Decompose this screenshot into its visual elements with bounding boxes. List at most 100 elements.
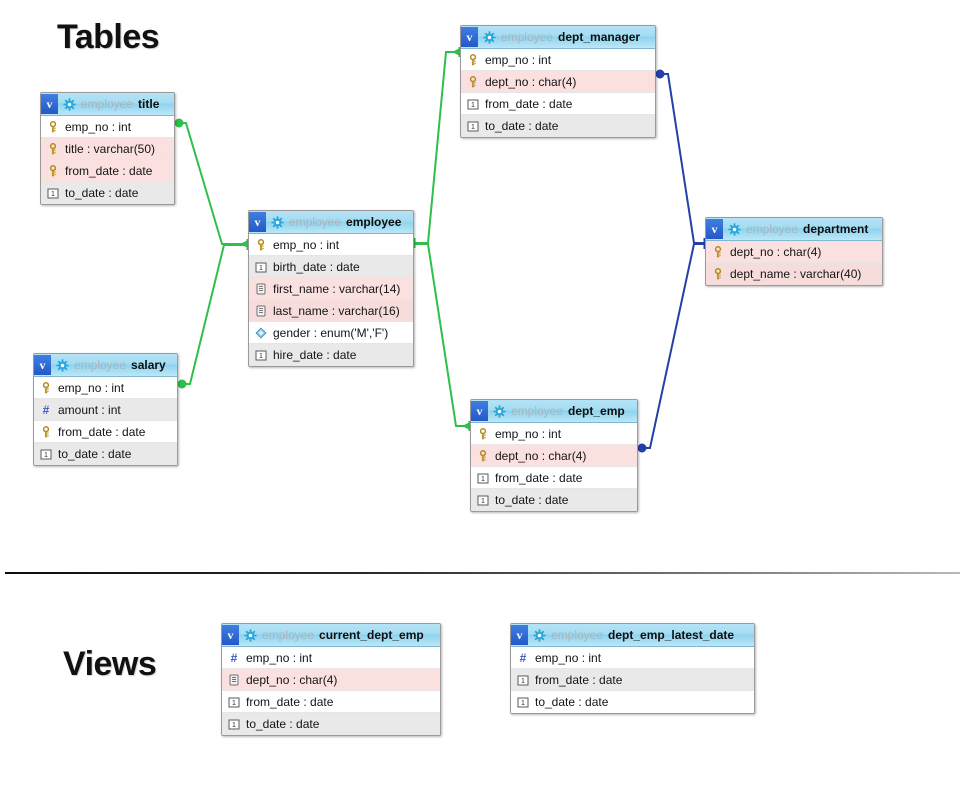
svg-text:1: 1 xyxy=(259,265,263,272)
column-row[interactable]: from_date : date xyxy=(41,160,174,182)
column-label: hire_date : date xyxy=(273,348,357,362)
link-salary-employee xyxy=(177,240,250,389)
entity-header-title[interactable]: v employee title xyxy=(41,93,174,116)
entity-header-salary[interactable]: v employee salary xyxy=(34,354,177,377)
entity-schema-label: employee xyxy=(551,628,604,642)
hash-icon: # xyxy=(42,402,50,417)
column-row[interactable]: 1 to_date : date xyxy=(34,443,177,465)
column-row[interactable]: from_date : date xyxy=(34,421,177,443)
column-row[interactable]: dept_no : char(4) xyxy=(461,71,655,93)
column-row[interactable]: dept_no : char(4) xyxy=(222,669,440,691)
column-row[interactable]: emp_no : int xyxy=(41,116,174,138)
column-row[interactable]: #emp_no : int xyxy=(222,647,440,669)
entity-schema-label: employee xyxy=(81,97,134,111)
svg-text:1: 1 xyxy=(521,678,525,685)
entity-salary[interactable]: v employee salary emp_no : int#amount : int… xyxy=(33,353,178,466)
column-label: gender : enum('M','F') xyxy=(273,325,389,340)
gear-icon xyxy=(728,222,741,236)
column-label: dept_no : char(4) xyxy=(730,244,822,259)
column-row[interactable]: dept_no : char(4) xyxy=(471,445,637,467)
date-icon: 1 xyxy=(40,449,52,460)
date-icon: 1 xyxy=(47,188,59,199)
column-label: from_date : date xyxy=(495,470,583,485)
key-icon xyxy=(479,427,487,439)
column-row[interactable]: emp_no : int xyxy=(34,377,177,399)
entity-schema-label: employee xyxy=(74,358,127,372)
entity-title[interactable]: v employee title emp_no : int title : varcha… xyxy=(40,92,175,205)
entity-name-label: current_dept_emp xyxy=(319,628,424,642)
column-label: dept_no : char(4) xyxy=(495,448,587,463)
link-title-employee xyxy=(174,118,250,249)
column-row[interactable]: #emp_no : int xyxy=(511,647,754,669)
column-label: to_date : date xyxy=(58,447,132,461)
column-label: dept_name : varchar(40) xyxy=(730,267,862,281)
view-badge-icon: v xyxy=(34,355,51,375)
column-label: first_name : varchar(14) xyxy=(273,281,401,296)
column-row[interactable]: 1 to_date : date xyxy=(222,713,440,735)
date-icon: 1 xyxy=(467,121,479,132)
column-row[interactable]: emp_no : int xyxy=(249,234,413,256)
key-icon xyxy=(257,238,265,250)
gear-icon xyxy=(483,30,496,44)
column-row[interactable]: last_name : varchar(16) xyxy=(249,300,413,322)
view-badge-icon: v xyxy=(461,27,478,47)
column-row[interactable]: 1 to_date : date xyxy=(41,182,174,204)
column-label: to_date : date xyxy=(246,717,320,731)
column-label: to_date : date xyxy=(495,493,569,507)
column-row[interactable]: dept_no : char(4) xyxy=(706,241,882,263)
entity-schema-label: employee xyxy=(746,222,799,236)
svg-text:1: 1 xyxy=(259,353,263,360)
column-label: to_date : date xyxy=(65,186,139,200)
link-employee-dept_emp xyxy=(414,243,472,431)
column-row[interactable]: title : varchar(50) xyxy=(41,138,174,160)
entity-name-label: title xyxy=(138,97,160,111)
text-field-icon xyxy=(229,674,239,685)
column-label: from_date : date xyxy=(485,96,573,111)
gear-icon xyxy=(56,358,69,372)
svg-text:1: 1 xyxy=(51,191,55,198)
key-icon xyxy=(49,142,57,154)
column-row[interactable]: dept_name : varchar(40) xyxy=(706,263,882,285)
column-label: dept_no : char(4) xyxy=(485,74,577,89)
column-row[interactable]: first_name : varchar(14) xyxy=(249,278,413,300)
entity-schema-label: employee xyxy=(511,404,564,418)
date-icon: 1 xyxy=(228,719,240,730)
column-row[interactable]: gender : enum('M','F') xyxy=(249,322,413,344)
key-icon xyxy=(469,53,477,65)
column-row[interactable]: 1 hire_date : date xyxy=(249,344,413,366)
key-icon xyxy=(42,381,50,393)
link-dept_manager-department xyxy=(655,69,707,248)
column-row[interactable]: #amount : int xyxy=(34,399,177,421)
key-icon xyxy=(714,268,722,280)
svg-text:1: 1 xyxy=(471,124,475,131)
entity-name-label: salary xyxy=(131,358,166,372)
column-row[interactable]: emp_no : int xyxy=(471,423,637,445)
column-row[interactable]: emp_no : int xyxy=(461,49,655,71)
entity-name-label: dept_emp xyxy=(568,404,625,418)
column-label: from_date : date xyxy=(58,424,146,439)
column-label: last_name : varchar(16) xyxy=(273,303,400,318)
column-label: title : varchar(50) xyxy=(65,141,156,156)
view-badge-icon: v xyxy=(41,94,58,114)
